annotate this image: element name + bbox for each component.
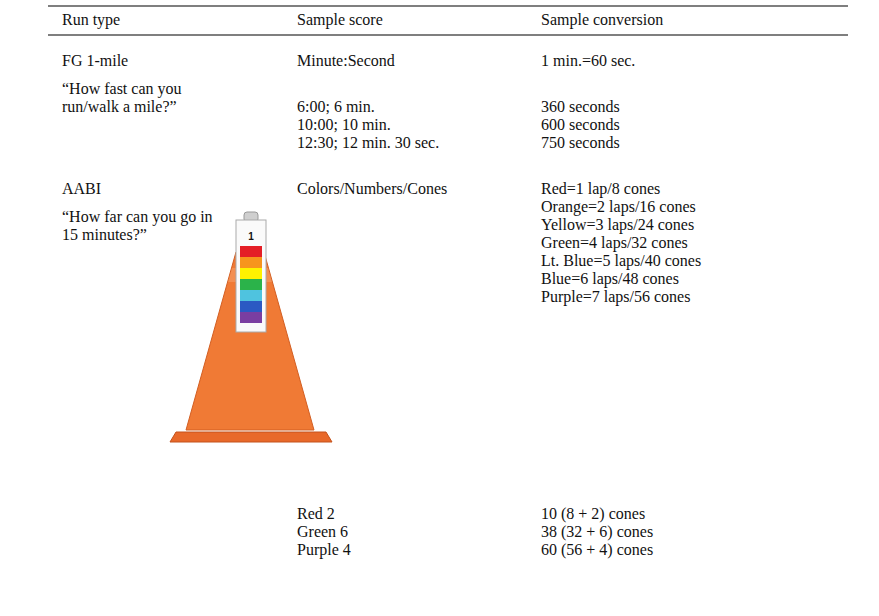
table-rule bbox=[48, 5, 848, 6]
table-cell: Green 6 bbox=[297, 523, 348, 541]
table-cell: Lt. Blue=5 laps/40 cones bbox=[541, 252, 701, 270]
table-cell: 1 min.=60 sec. bbox=[541, 52, 635, 70]
table-cell: Yellow=3 laps/24 cones bbox=[541, 216, 694, 234]
column-header: Sample score bbox=[297, 11, 383, 29]
table-cell: Red=1 lap/8 cones bbox=[541, 180, 660, 198]
table-cell: 360 seconds bbox=[541, 98, 620, 116]
table-rule bbox=[48, 34, 848, 35]
column-header: Run type bbox=[62, 11, 120, 29]
table-cell: 10:00; 10 min. bbox=[297, 116, 391, 134]
table-cell: Red 2 bbox=[297, 505, 335, 523]
table-cell: 600 seconds bbox=[541, 116, 620, 134]
table-cell: 12:30; 12 min. 30 sec. bbox=[297, 134, 439, 152]
table-cell: Colors/Numbers/Cones bbox=[297, 180, 447, 198]
table-cell: 60 (56 + 4) cones bbox=[541, 541, 653, 559]
run-question: “How fast can you run/walk a mile?” bbox=[62, 80, 217, 116]
table-cell: Purple 4 bbox=[297, 541, 351, 559]
run-type: FG 1-mile bbox=[62, 52, 128, 70]
table-cell: 10 (8 + 2) cones bbox=[541, 505, 645, 523]
table-cell: Orange=2 laps/16 cones bbox=[541, 198, 696, 216]
table-cell: Green=4 laps/32 cones bbox=[541, 234, 688, 252]
cone-card-number: 1 bbox=[241, 232, 261, 242]
table-cell: Purple=7 laps/56 cones bbox=[541, 288, 690, 306]
cone-illustration bbox=[170, 212, 332, 442]
run-question: “How far can you go in 15 minutes?” bbox=[62, 208, 217, 244]
table-cell: 6:00; 6 min. bbox=[297, 98, 375, 116]
table-cell: 750 seconds bbox=[541, 134, 620, 152]
table-cell: 38 (32 + 6) cones bbox=[541, 523, 653, 541]
column-header: Sample conversion bbox=[541, 11, 663, 29]
table-cell: Blue=6 laps/48 cones bbox=[541, 270, 679, 288]
run-type: AABI bbox=[62, 180, 101, 198]
table-cell: Minute:Second bbox=[297, 52, 395, 70]
